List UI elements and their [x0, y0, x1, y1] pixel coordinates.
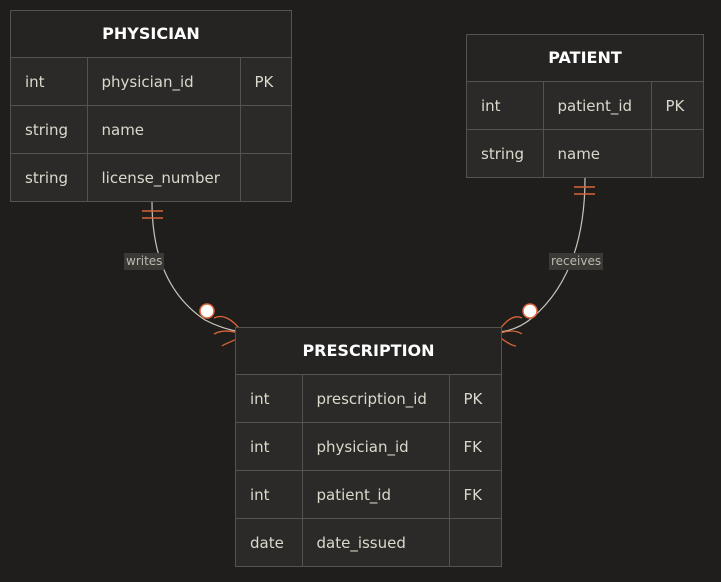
entity-title: PHYSICIAN	[11, 11, 291, 58]
attribute-key: PK	[449, 375, 501, 423]
attribute-row: int physician_id PK	[11, 58, 291, 106]
entity-physician[interactable]: PHYSICIAN int physician_id PK string nam…	[10, 10, 292, 202]
attribute-table: int physician_id PK string name string l…	[11, 58, 291, 201]
attribute-key: FK	[449, 422, 501, 471]
attribute-name: name	[543, 129, 652, 177]
attribute-key: PK	[651, 82, 703, 130]
attribute-name: patient_id	[302, 470, 450, 519]
relationship-line-receives	[499, 177, 586, 333]
attribute-name: date_issued	[302, 518, 450, 566]
relationship-line-writes	[151, 201, 241, 333]
attribute-key: FK	[449, 470, 501, 519]
cardinality-zero-circle	[199, 303, 215, 319]
attribute-key	[651, 130, 703, 178]
attribute-row: int physician_id FK	[236, 422, 501, 471]
attribute-type: date	[236, 518, 303, 566]
cardinality-zero-circle	[522, 303, 538, 319]
attribute-table: int patient_id PK string name	[467, 82, 703, 177]
attribute-row: int patient_id FK	[236, 470, 501, 519]
attribute-row: int patient_id PK	[467, 82, 703, 130]
attribute-row: int prescription_id PK	[236, 375, 501, 423]
attribute-row: date date_issued	[236, 518, 501, 567]
attribute-name: patient_id	[543, 82, 652, 130]
attribute-row: string name	[11, 105, 291, 154]
attribute-type: int	[11, 58, 88, 106]
attribute-row: string name	[467, 129, 703, 178]
entity-title: PATIENT	[467, 35, 703, 82]
attribute-key	[240, 105, 291, 154]
relationship-label-receives: receives	[549, 253, 604, 270]
entity-prescription[interactable]: PRESCRIPTION int prescription_id PK int …	[235, 327, 502, 567]
attribute-type: int	[236, 375, 303, 423]
attribute-name: license_number	[87, 153, 241, 201]
attribute-table: int prescription_id PK int physician_id …	[236, 375, 501, 566]
attribute-type: string	[11, 153, 88, 201]
attribute-type: int	[236, 422, 303, 471]
attribute-key: PK	[240, 58, 291, 106]
entity-title: PRESCRIPTION	[236, 328, 501, 375]
attribute-row: string license_number	[11, 153, 291, 202]
attribute-type: string	[11, 105, 88, 154]
entity-patient[interactable]: PATIENT int patient_id PK string name	[466, 34, 704, 178]
relationship-label-writes: writes	[124, 253, 165, 270]
attribute-name: physician_id	[87, 58, 241, 106]
attribute-name: physician_id	[302, 422, 450, 471]
attribute-key	[240, 154, 291, 202]
attribute-type: int	[467, 82, 544, 130]
attribute-name: name	[87, 105, 241, 154]
attribute-type: int	[236, 470, 303, 519]
attribute-name: prescription_id	[302, 375, 450, 423]
attribute-type: string	[467, 129, 544, 177]
attribute-key	[449, 519, 501, 567]
